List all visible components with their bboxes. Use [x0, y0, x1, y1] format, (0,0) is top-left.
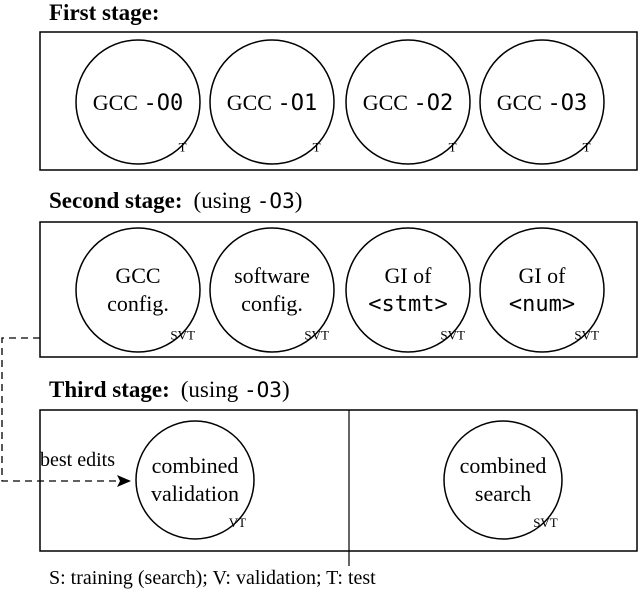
- stage-2-node-4: GI of <num> SVT: [479, 227, 605, 353]
- node-dataset-tag: SVT: [533, 515, 558, 530]
- node-label-text: search: [475, 481, 531, 506]
- node-label-text: GCC: [363, 90, 414, 115]
- node-label-line: GCC: [115, 263, 160, 288]
- node-label-text: GCC: [115, 263, 160, 288]
- stage-1-box: [39, 31, 638, 171]
- node-label-text: combined: [460, 453, 547, 478]
- stage-2-node-2: software config.SVT: [209, 227, 335, 353]
- stage-3-heading: Third stage:: [49, 377, 170, 402]
- node-label-text: config.: [107, 291, 169, 316]
- best-edits-arrow: [1, 337, 118, 482]
- node-dataset-tag: SVT: [304, 328, 329, 343]
- node-label-line: config.: [107, 291, 169, 316]
- best-edits-label: best edits: [40, 449, 115, 471]
- node-label-line: <stmt>: [368, 292, 447, 317]
- node-dataset-tag: SVT: [440, 328, 465, 343]
- node-dataset-tag: T: [179, 140, 187, 155]
- stage-1-node-2: GCC -O1T: [209, 39, 335, 165]
- node-label-code: <stmt>: [368, 292, 447, 317]
- node-circle: [209, 227, 335, 353]
- node-dataset-tag: T: [583, 140, 591, 155]
- node-label-line: validation: [151, 481, 239, 506]
- node-dataset-tag: SVT: [574, 328, 599, 343]
- stage-2-heading-line: Second stage: (using -O3): [49, 188, 302, 213]
- node-label-line: GCC -O3: [497, 90, 588, 116]
- stage-2-note-prefix: (using: [194, 188, 257, 213]
- node-circle: [135, 420, 255, 540]
- node-label-line: GCC -O1: [227, 90, 318, 116]
- node-label-line: search: [475, 481, 531, 506]
- node-label-line: combined: [152, 453, 239, 478]
- node-circle: [479, 227, 605, 353]
- stage-2-note-suffix: ): [295, 188, 303, 213]
- node-label-code: -O1: [278, 91, 318, 116]
- stage-1-node-3: GCC -O2T: [345, 39, 471, 165]
- node-label-line: config.: [241, 291, 303, 316]
- node-label-text: GCC: [93, 90, 144, 115]
- stage-2-node-1: GCC config.SVT: [75, 227, 201, 353]
- node-circle: [345, 39, 471, 165]
- node-label-line: GI of: [518, 263, 566, 288]
- node-dataset-tag: SVT: [170, 328, 195, 343]
- stage-2-node-3: GI of <stmt> SVT: [345, 227, 471, 353]
- node-label-code: -O2: [414, 91, 454, 116]
- stage-2-note-code: -O3: [257, 189, 295, 213]
- node-label-line: GCC -O0: [93, 90, 184, 116]
- node-circle: [75, 227, 201, 353]
- node-label-line: combined: [460, 453, 547, 478]
- node-label-line: GCC -O2: [363, 90, 454, 116]
- node-circle: [75, 39, 201, 165]
- stage-2-heading: Second stage:: [49, 188, 183, 213]
- node-label-code: -O0: [144, 91, 184, 116]
- stage-2-box: [39, 221, 638, 358]
- stage-3-note-suffix: ): [282, 377, 290, 402]
- node-label-text: GI of: [518, 263, 566, 288]
- node-label-line: GI of: [384, 263, 432, 288]
- stage-3-note-code: -O3: [244, 378, 282, 402]
- node-circle: [479, 39, 605, 165]
- best-edits-arrowhead: [117, 475, 131, 487]
- node-circle: [443, 420, 563, 540]
- node-label-text: combined: [152, 453, 239, 478]
- node-label-text: validation: [151, 481, 239, 506]
- stage-3-note-prefix: (using: [181, 377, 244, 402]
- node-label-text: software: [234, 263, 310, 288]
- node-circle: [345, 227, 471, 353]
- node-dataset-tag: T: [449, 140, 457, 155]
- node-label-text: config.: [241, 291, 303, 316]
- node-label-text: GCC: [227, 90, 278, 115]
- stage-1-node-4: GCC -O3T: [479, 39, 605, 165]
- node-circle: [209, 39, 335, 165]
- legend-caption: S: training (search); V: validation; T: …: [49, 567, 376, 589]
- stage-1-heading: First stage:: [49, 0, 160, 25]
- node-label-line: software: [234, 263, 310, 288]
- node-label-text: GCC: [497, 90, 548, 115]
- stage-3-heading-line: Third stage: (using -O3): [49, 377, 290, 402]
- node-dataset-tag: VT: [229, 515, 246, 530]
- stage-1-node-1: GCC -O0T: [75, 39, 201, 165]
- node-label-code: <num>: [509, 292, 575, 317]
- node-label-code: -O3: [548, 91, 588, 116]
- node-label-text: GI of: [384, 263, 432, 288]
- node-dataset-tag: T: [313, 140, 321, 155]
- node-label-line: <num>: [509, 292, 575, 317]
